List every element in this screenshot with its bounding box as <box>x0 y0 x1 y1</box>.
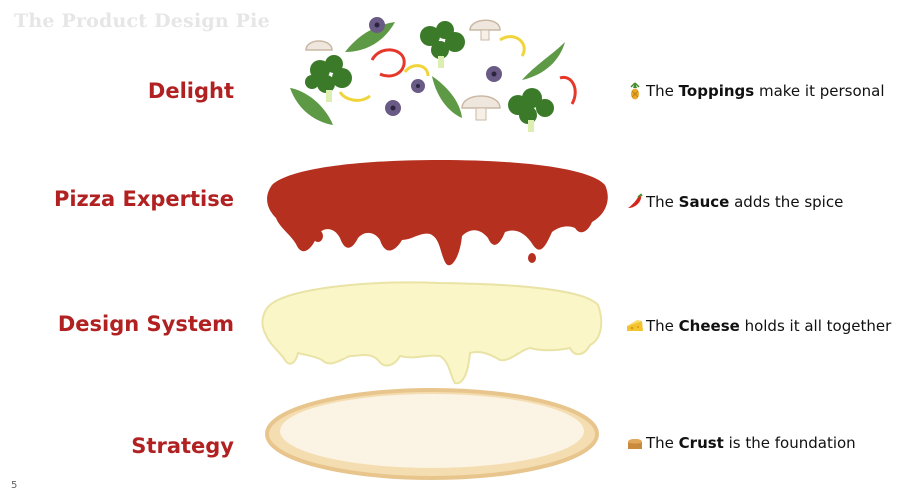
chili-pepper-icon <box>628 193 643 208</box>
desc-keyword: Toppings <box>678 82 755 100</box>
sauce-illustration <box>267 160 608 266</box>
crust-illustration <box>265 388 599 480</box>
layer-label-pizza-expertise: Pizza Expertise <box>53 187 234 211</box>
page-number: 5 <box>11 480 18 491</box>
cheese-icon <box>627 320 643 331</box>
desc-suffix: is the foundation <box>723 434 856 452</box>
layer-desc-toppings: The Toppings make it personal <box>626 82 885 100</box>
layer-label-strategy: Strategy <box>131 434 234 458</box>
desc-keyword: Crust <box>678 434 724 452</box>
layer-label-delight: Delight <box>147 79 234 103</box>
desc-suffix: make it personal <box>754 82 885 100</box>
pineapple-icon <box>630 82 640 100</box>
broccoli-icon <box>305 21 554 132</box>
toppings-illustration <box>290 17 577 132</box>
cheese-illustration <box>261 281 603 385</box>
desc-suffix: holds it all together <box>739 317 892 335</box>
layer-label-design-system: Design System <box>57 312 234 336</box>
layer-desc-sauce: The Sauce adds the spice <box>626 193 843 211</box>
desc-prefix: The <box>646 434 679 452</box>
desc-suffix: adds the spice <box>729 193 844 211</box>
desc-prefix: The <box>646 82 679 100</box>
layer-desc-cheese: The Cheese holds it all together <box>626 317 891 335</box>
desc-keyword: Sauce <box>678 193 730 211</box>
slide-title: The Product Design Pie <box>14 10 270 32</box>
layer-desc-crust: The Crust is the foundation <box>626 434 856 452</box>
desc-prefix: The <box>646 193 679 211</box>
pepper-icon <box>338 35 577 105</box>
desc-prefix: The <box>646 317 679 335</box>
mushroom-icon <box>305 19 501 121</box>
bread-icon <box>628 439 642 449</box>
olive-icon <box>369 17 502 116</box>
desc-keyword: Cheese <box>678 317 740 335</box>
